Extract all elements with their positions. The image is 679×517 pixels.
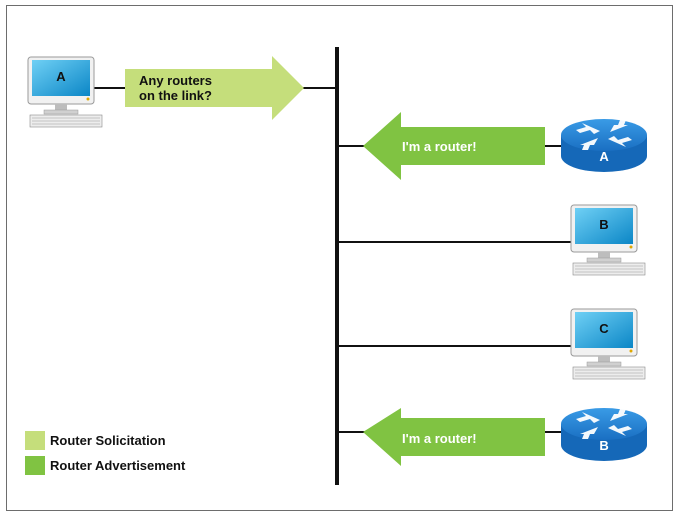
advertisement-1-text: I'm a router!	[402, 139, 477, 154]
legend-solicitation-swatch	[25, 431, 45, 450]
legend-advertisement-label: Router Advertisement	[50, 458, 186, 473]
solicitation-line2: on the link?	[139, 88, 212, 103]
legend-solicitation-label: Router Solicitation	[50, 433, 166, 448]
host-b-label: B	[599, 217, 608, 232]
host-a-computer: A	[27, 56, 103, 128]
host-c-computer: C	[570, 308, 646, 380]
solicitation-arrow: Any routers on the link?	[125, 56, 304, 120]
router-a-label: A	[599, 149, 609, 164]
host-b-computer: B	[570, 204, 646, 276]
router-a: A	[561, 119, 647, 172]
legend: Router Solicitation Router Advertisement	[25, 431, 186, 475]
host-a-label: A	[56, 69, 66, 84]
diagram-frame	[6, 5, 673, 511]
legend-advertisement-swatch	[25, 456, 45, 475]
router-b: B	[561, 408, 647, 461]
advertisement-arrow-2: I'm a router!	[363, 408, 545, 466]
advertisement-arrow-1: I'm a router!	[363, 112, 545, 180]
solicitation-line1: Any routers	[139, 73, 212, 88]
advertisement-2-text: I'm a router!	[402, 431, 477, 446]
host-c-label: C	[599, 321, 609, 336]
router-b-label: B	[599, 438, 608, 453]
